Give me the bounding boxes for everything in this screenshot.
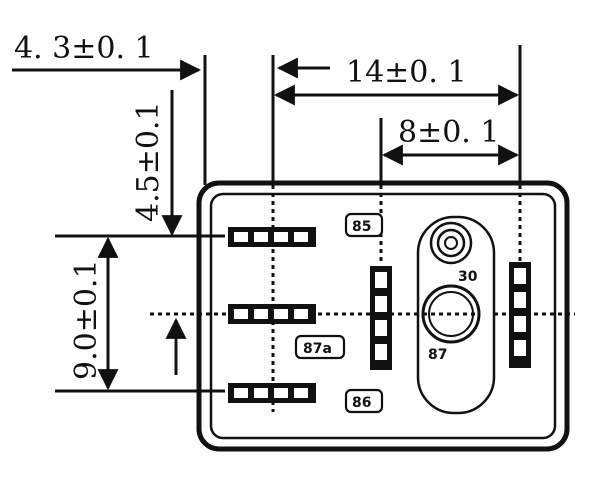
horizontal-pin-bottom	[228, 383, 316, 403]
horizontal-pin-top	[228, 227, 316, 247]
dim-label-4-3: 4. 3±0. 1	[14, 31, 154, 66]
pin-label-30: 30	[458, 269, 478, 285]
pin-label-87: 87	[428, 347, 447, 363]
dim-label-8: 8±0. 1	[398, 115, 499, 150]
terminal-slot	[416, 215, 496, 415]
pin-label-87a: 87a	[303, 341, 332, 357]
pin-box-85	[344, 212, 384, 238]
vertical-pin-middle	[370, 266, 392, 370]
dim-label-14: 14±0. 1	[346, 55, 467, 90]
pin-label-85: 85	[352, 219, 371, 235]
dim-label-9-0: 9.0±0.1	[69, 259, 104, 380]
pin-box-87a	[294, 334, 346, 360]
horizontal-pin-middle	[228, 304, 316, 324]
pin-box-86	[344, 388, 384, 414]
dim-label-4-5: 4.5±0.1	[131, 101, 166, 222]
pin-label-86: 86	[352, 395, 371, 411]
vertical-pin-right	[509, 262, 531, 368]
relay-housing	[196, 180, 570, 452]
